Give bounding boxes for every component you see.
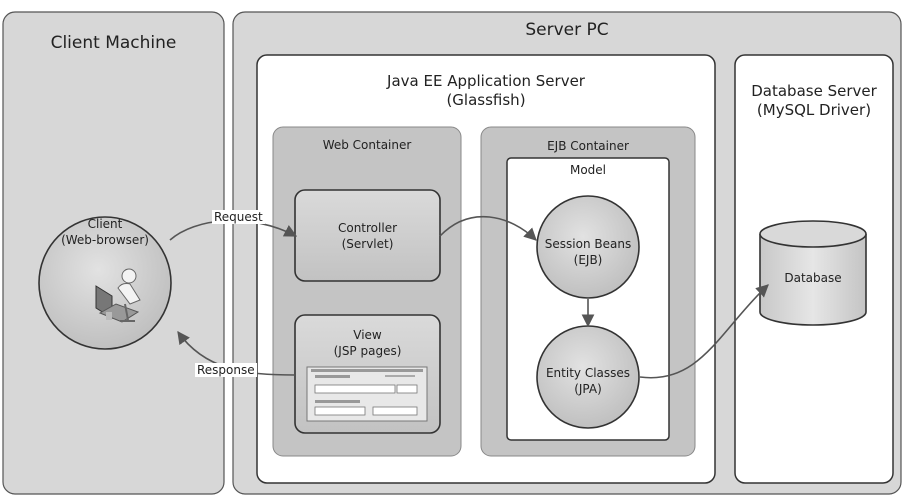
view-label: View (JSP pages) <box>295 327 440 359</box>
view-label-line2: (JSP pages) <box>333 344 402 358</box>
client-machine-title: Client Machine <box>50 33 177 53</box>
database-cylinder <box>759 220 867 326</box>
server-pc-title: Server PC <box>525 20 609 40</box>
db-server-title-line1: Database Server <box>751 82 877 100</box>
client-label: Client (Web-browser) <box>39 216 171 248</box>
ejb-container-title: EJB Container <box>547 139 629 153</box>
session-beans-node <box>536 195 640 299</box>
app-server-title-line2: (Glassfish) <box>446 91 526 109</box>
db-server-title-line2: (MySQL Driver) <box>756 101 872 119</box>
entity-classes-label: Entity Classes (JPA) <box>537 365 639 397</box>
app-server-title-line1: Java EE Application Server <box>387 72 585 90</box>
controller-label-line1: Controller <box>337 221 398 235</box>
session-beans-label-line2: (EJB) <box>573 253 603 267</box>
controller-label-line2: (Servlet) <box>341 237 394 251</box>
session-beans-label-line1: Session Beans <box>544 237 632 251</box>
client-label-line2: (Web-browser) <box>61 233 149 247</box>
controller-label: Controller (Servlet) <box>295 220 440 252</box>
user-at-computer-icon <box>95 268 141 323</box>
view-label-line1: View <box>353 328 382 342</box>
database-label: Database <box>784 271 842 285</box>
client-node <box>38 216 172 350</box>
entity-to-database-arrow <box>639 284 769 379</box>
entity-classes-label-line2: (JPA) <box>574 382 602 396</box>
session-beans-label: Session Beans (EJB) <box>537 236 639 268</box>
controller-to-session-arrow <box>439 215 537 241</box>
entity-classes-label-line1: Entity Classes <box>545 366 631 380</box>
web-container-title: Web Container <box>322 138 412 152</box>
response-label: Response <box>195 363 257 377</box>
db-server-title: Database Server (MySQL Driver) <box>735 82 893 120</box>
app-server-title: Java EE Application Server (Glassfish) <box>257 72 715 110</box>
client-label-line1: Client <box>87 217 123 231</box>
model-title: Model <box>569 163 607 177</box>
request-label: Request <box>212 210 265 224</box>
jsp-page-icon <box>306 366 428 422</box>
